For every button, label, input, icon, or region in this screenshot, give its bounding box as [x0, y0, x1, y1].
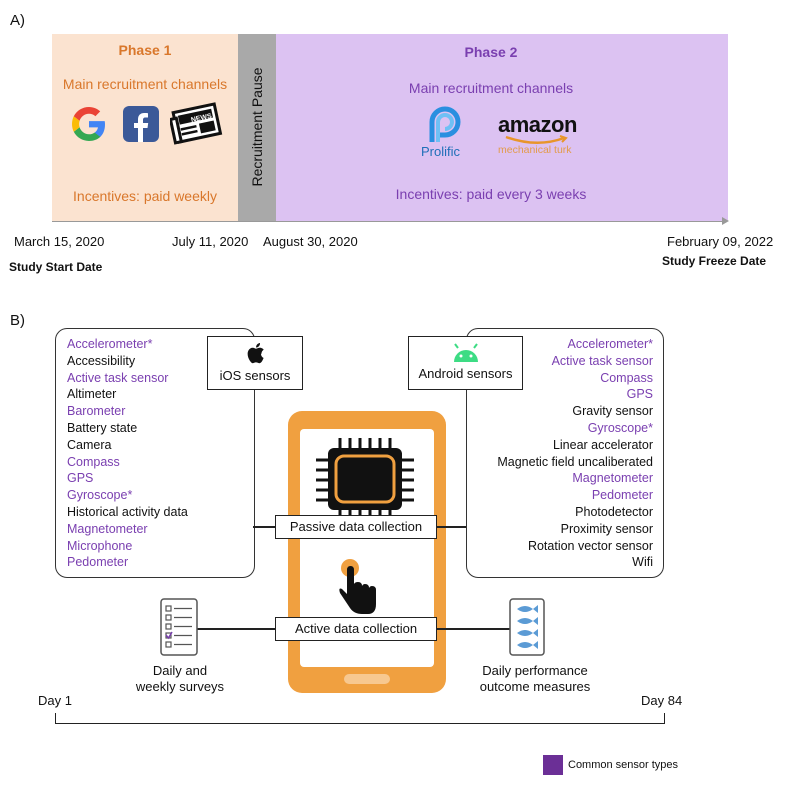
legend-label: Common sensor types [568, 759, 679, 771]
phase1-title: Phase 1 [118, 42, 172, 58]
survey-checklist-icon [160, 598, 198, 656]
performance-label-line2: outcome measures [479, 679, 591, 694]
touch-hand-icon [339, 559, 376, 614]
android-header-label: Android sensors [418, 366, 513, 381]
android-icon [453, 343, 478, 362]
date-freeze: February 09, 2022 [667, 234, 774, 249]
day-start-label: Day 1 [38, 693, 72, 708]
android-sensor-item: GPS [626, 387, 653, 402]
phase2-title: Phase 2 [464, 44, 518, 60]
ios-sensor-item: Active task sensor [67, 370, 169, 385]
ios-sensor-item: Gyroscope* [67, 488, 133, 503]
phase1-block: Phase 1 Main recruitment channels NEWS I… [52, 34, 238, 221]
study-freeze-caption: Study Freeze Date [662, 254, 767, 268]
android-sensor-list: Accelerometer* Active task sensor Compas… [497, 336, 653, 571]
ios-sensor-item: GPS [67, 471, 94, 486]
android-sensor-item: Photodetector [575, 504, 653, 519]
android-sensor-item: Wifi [632, 555, 653, 570]
prolific-label: Prolific [421, 144, 461, 159]
ios-sensor-item: Camera [67, 437, 112, 452]
ios-sensor-item: Barometer [67, 404, 126, 419]
phone-home-button [344, 674, 390, 684]
performance-task-icon [509, 598, 545, 656]
android-sensor-item: Rotation vector sensor [527, 538, 653, 553]
android-sensor-item: Magnetic field uncaliberated [497, 454, 653, 469]
android-sensor-item: Gyroscope* [587, 420, 653, 435]
mturk-label: mechanical turk [498, 144, 572, 156]
amazon-label: amazon [498, 112, 577, 137]
phase1-channels-label: Main recruitment channels [62, 76, 228, 92]
passive-data-collection-label: Passive data collection [275, 515, 437, 539]
study-duration-bracket [55, 713, 665, 724]
ios-sensor-item: Altimeter [67, 387, 117, 402]
timeline-line [52, 221, 724, 222]
date-start: March 15, 2020 [14, 234, 105, 249]
phase2-incentives: Incentives: paid every 3 weeks [395, 186, 587, 202]
android-sensor-item: Magnetometer [572, 471, 653, 486]
surveys-label-line1: Daily and [152, 663, 208, 678]
surveys-label: Daily and weekly surveys [130, 663, 230, 695]
android-sensor-item: Compass [600, 370, 653, 385]
ios-sensor-list: Accelerometer* Accessibility Active task… [67, 336, 188, 571]
newspaper-text: NEWS [190, 113, 212, 124]
ios-sensor-item: Magnetometer [67, 521, 148, 536]
ios-header-label: iOS sensors [219, 368, 291, 383]
date-pause-start: July 11, 2020 [172, 234, 249, 249]
phase1-incentives: Incentives: paid weekly [73, 188, 217, 204]
ios-sensor-item: Battery state [67, 420, 138, 435]
panel-b-label: B) [10, 312, 25, 329]
study-start-caption: Study Start Date [9, 260, 103, 274]
date-pause-end: August 30, 2020 [263, 234, 358, 249]
ios-sensor-item: Compass [67, 454, 120, 469]
ios-sensor-item: Historical activity data [67, 504, 188, 519]
amazon-smile-icon [505, 135, 568, 144]
facebook-icon [123, 106, 159, 142]
chip-icon [316, 438, 414, 520]
android-sensor-item: Gravity sensor [572, 404, 653, 419]
prolific-icon [429, 106, 461, 142]
android-sensor-item: Active task sensor [551, 353, 653, 368]
performance-label-line1: Daily performance [482, 663, 588, 678]
ios-sensor-item: Microphone [67, 538, 133, 553]
apple-icon [247, 343, 264, 364]
ios-sensor-item: Pedometer [67, 555, 129, 570]
active-data-collection-label: Active data collection [275, 617, 437, 641]
timeline-arrow [722, 217, 729, 225]
android-sensor-item: Linear accelerator [552, 437, 653, 452]
android-header-box: Android sensors [408, 336, 523, 390]
ios-sensor-item: Accelerometer* [67, 337, 153, 351]
recruitment-pause-label: Recruitment Pause [249, 67, 265, 187]
surveys-label-line2: weekly surveys [135, 679, 225, 694]
android-sensor-item: Accelerometer* [567, 337, 653, 351]
ios-header-box: iOS sensors [207, 336, 303, 390]
ios-sensor-item: Accessibility [67, 353, 136, 368]
android-sensor-item: Pedometer [591, 488, 653, 503]
phase2-channels-label: Main recruitment channels [408, 80, 574, 96]
performance-label: Daily performance outcome measures [470, 663, 600, 695]
phase2-block: Phase 2 Main recruitment channels Prolif… [276, 34, 728, 221]
panel-a-label: A) [10, 12, 25, 29]
recruitment-pause-block: Recruitment Pause [238, 34, 276, 221]
android-sensor-item: Proximity sensor [560, 521, 653, 536]
newspaper-icon: NEWS [170, 102, 223, 145]
day-end-label: Day 84 [641, 693, 683, 708]
google-icon [72, 107, 105, 141]
legend-swatch [543, 755, 563, 775]
